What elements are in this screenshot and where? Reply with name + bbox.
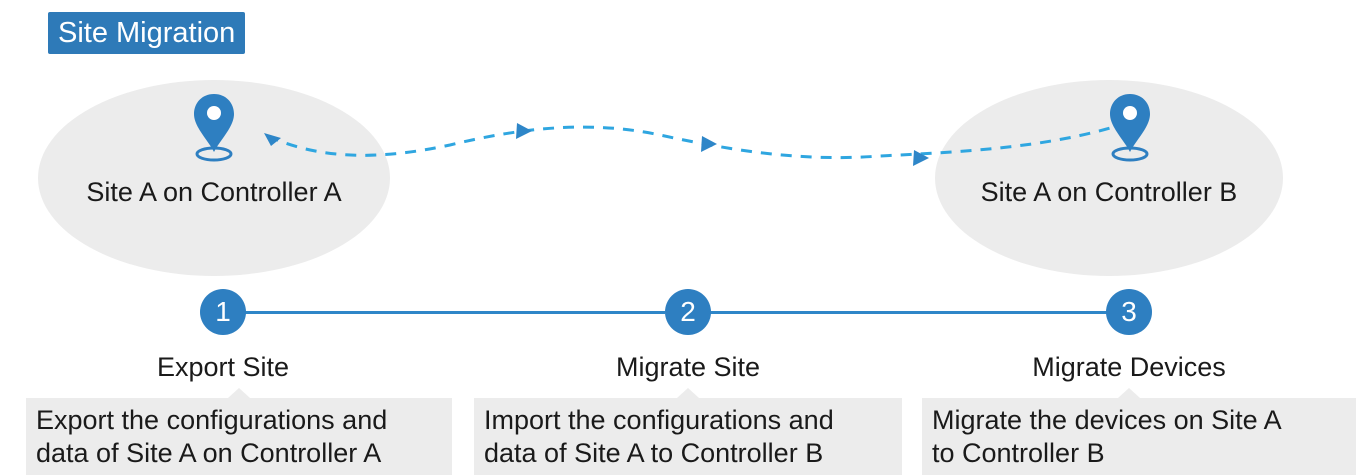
step-connector: [245, 311, 665, 314]
destination-site-label: Site A on Controller B: [980, 177, 1238, 207]
step-3-description-line: to Controller B: [932, 438, 1105, 468]
map-pin-icon: [194, 94, 234, 162]
arrowhead-icon: [913, 150, 929, 166]
arrowhead-icon: [264, 133, 281, 146]
step-2-description-line: Import the configurations and: [484, 405, 834, 435]
step-1-description-line: data of Site A on Controller A: [36, 438, 382, 468]
map-pin-icon: [1110, 94, 1150, 162]
page-title: Site Migration: [48, 12, 246, 54]
step-3-title: Migrate Devices: [1032, 352, 1226, 382]
step-3-description-line: Migrate the devices on Site A: [932, 405, 1282, 435]
step-1-title: Export Site: [156, 352, 290, 382]
step-2-title: Migrate Site: [615, 352, 761, 382]
step-2-description: Import the configurations and data of Si…: [474, 388, 902, 475]
step-3-marker: 3: [1106, 289, 1152, 335]
step-2-marker: 2: [665, 289, 711, 335]
step-1-marker: 1: [200, 289, 246, 335]
destination-site-area: [935, 80, 1283, 276]
step-2-description-line: data of Site A to Controller B: [484, 438, 824, 468]
arrowhead-icon: [701, 136, 717, 152]
step-3-description: Migrate the devices on Site A to Control…: [922, 388, 1356, 475]
step-1-description: Export the configurations and data of Si…: [26, 388, 452, 475]
step-connector: [710, 311, 1108, 314]
source-site-label: Site A on Controller A: [86, 177, 342, 207]
step-1-description-line: Export the configurations and: [36, 405, 388, 435]
arrowhead-icon: [516, 123, 532, 139]
